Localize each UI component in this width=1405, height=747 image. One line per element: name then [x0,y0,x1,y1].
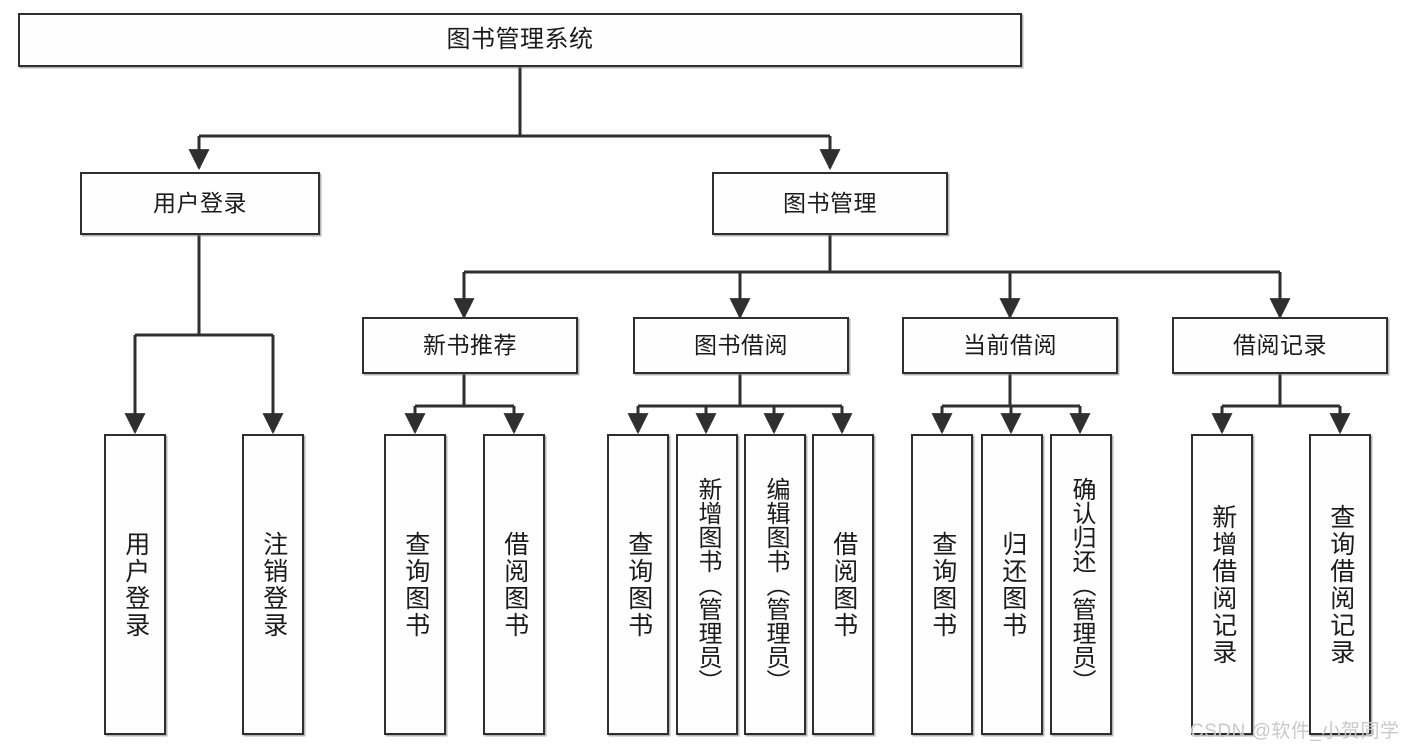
node-root-system-label: 图书管理系统 [446,25,594,53]
leaf-borrow-add-book[interactable]: 新增图书（管理员） [676,434,738,735]
leaf-record-query-label: 查询借阅记录 [1326,503,1355,666]
leaf-new-book-borrow-label: 借阅图书 [500,530,529,639]
leaf-borrow-borrow-book[interactable]: 借阅图书 [812,434,874,735]
leaf-borrow-query-book-label: 查询图书 [624,530,653,639]
leaf-record-query[interactable]: 查询借阅记录 [1309,434,1371,735]
leaf-user-login-login-label: 用户登录 [121,530,150,639]
leaf-borrow-add-book-label: 新增图书（管理员） [694,476,721,693]
node-new-book-recommend-label: 新书推荐 [423,331,517,358]
node-book-borrow-label: 图书借阅 [694,331,788,358]
node-current-borrow-label: 当前借阅 [963,331,1057,358]
leaf-user-login-logout[interactable]: 注销登录 [242,434,304,735]
node-current-borrow[interactable]: 当前借阅 [902,317,1118,374]
leaf-borrow-borrow-book-label: 借阅图书 [829,530,858,639]
leaf-record-add-label: 新增借阅记录 [1208,503,1237,666]
node-book-borrow[interactable]: 图书借阅 [633,317,849,374]
node-book-management[interactable]: 图书管理 [712,172,948,235]
leaf-user-login-login[interactable]: 用户登录 [104,434,166,735]
node-borrow-record-label: 借阅记录 [1233,331,1327,358]
node-new-book-recommend[interactable]: 新书推荐 [362,317,578,374]
leaf-current-query-book-label: 查询图书 [928,530,957,639]
leaf-borrow-edit-book-label: 编辑图书（管理员） [762,476,789,693]
leaf-borrow-edit-book[interactable]: 编辑图书（管理员） [744,434,806,735]
leaf-borrow-query-book[interactable]: 查询图书 [607,434,669,735]
leaf-current-confirm-return-label: 确认归还（管理员） [1068,476,1095,693]
leaf-record-add[interactable]: 新增借阅记录 [1191,434,1253,735]
leaf-current-return-book-label: 归还图书 [998,530,1027,639]
node-user-login[interactable]: 用户登录 [80,172,320,235]
node-user-login-label: 用户登录 [153,189,247,216]
leaf-current-confirm-return[interactable]: 确认归还（管理员） [1050,434,1112,735]
node-book-management-label: 图书管理 [783,189,877,216]
leaf-user-login-logout-label: 注销登录 [259,530,288,639]
node-root-system[interactable]: 图书管理系统 [18,13,1022,67]
leaf-current-query-book[interactable]: 查询图书 [911,434,973,735]
leaf-current-return-book[interactable]: 归还图书 [981,434,1043,735]
node-borrow-record[interactable]: 借阅记录 [1172,317,1388,374]
leaf-new-book-query[interactable]: 查询图书 [384,434,446,735]
leaf-new-book-query-label: 查询图书 [401,530,430,639]
leaf-new-book-borrow[interactable]: 借阅图书 [483,434,545,735]
csdn-watermark: CSDN @软件_小贺同学 [1190,721,1400,742]
